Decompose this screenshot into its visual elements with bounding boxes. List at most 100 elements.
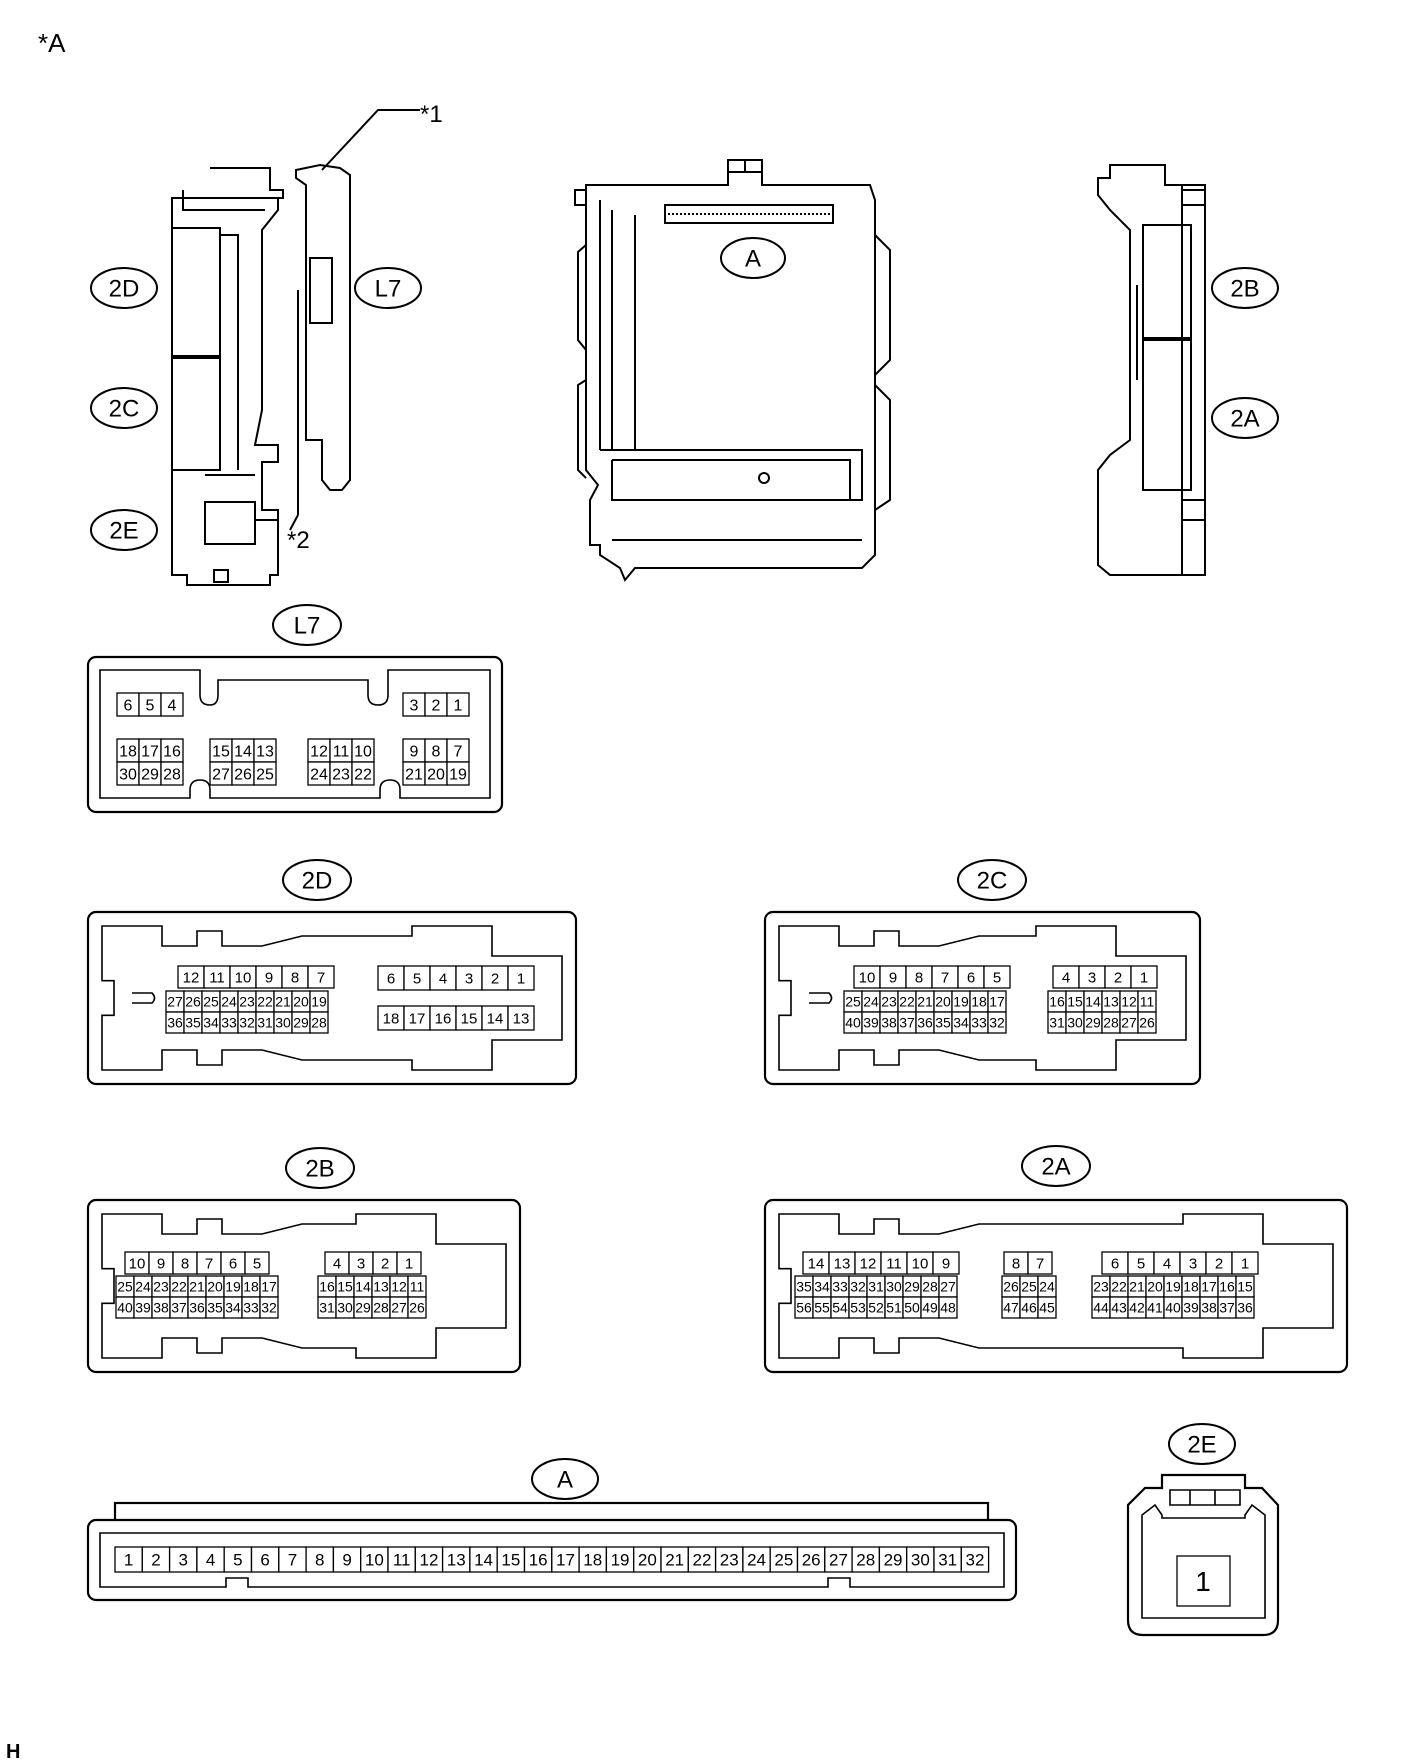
2a-left-bot-pin: 54 [832,1300,848,1316]
a-pins-cell [824,1546,853,1573]
2a-center-top-cell [1027,1251,1053,1275]
ecu-label-2b-outline [1211,267,1279,309]
a-pins-pin: 30 [911,1551,930,1570]
a-pins-pin: 29 [884,1551,903,1570]
a-pins-pin: 31 [938,1551,957,1570]
2c-top-cell [983,965,1011,989]
2c-mid-pin: 22 [899,994,915,1010]
connector-2a-label: 2A [1021,1145,1091,1187]
ecu-label-l7-outline [354,267,422,309]
2c-mid-pin: 18 [971,994,987,1010]
2a-left-bot-pin: 56 [796,1300,812,1316]
connector-2e-label: 2E [1168,1423,1236,1465]
2c-top-pin: 8 [915,969,923,986]
a-pins-pin: 17 [556,1551,575,1570]
2d-top-pin: 9 [265,969,273,986]
a-pins-cell [114,1546,143,1573]
connector-2b-label-text: 2B [305,1156,334,1183]
2c-bot-pin: 37 [899,1015,915,1031]
l7-g3-r1-pin: 12 [310,743,328,760]
connector-2a-label-text: 2A [1041,1154,1070,1181]
ecu-label-2c-outline [90,387,158,429]
connector-a-label-text: A [557,1467,573,1494]
a-pins-pin: 26 [802,1551,821,1570]
2d-mid-pin: 27 [167,994,183,1010]
a-pins-pin: 28 [856,1551,875,1570]
2d-right-bot-pin: 15 [461,1010,478,1027]
2a-right-bot-pin: 42 [1129,1300,1145,1316]
footer-letter: H [6,1741,20,1763]
l7-top-right-pin: 2 [432,697,441,714]
a-pins-pin: 19 [611,1551,630,1570]
2a-right-mid-pin: 22 [1111,1279,1127,1295]
2b-right-top-pin: 2 [381,1255,389,1272]
a-pins-pin: 1 [124,1551,133,1570]
a-pins-pin: 6 [260,1551,269,1570]
2b-right-mid-pin: 12 [391,1279,407,1295]
2a-right-bot-cell [1235,1296,1255,1319]
2b-top-pin: 8 [181,1255,189,1272]
connector-2a-label-outline [1021,1145,1091,1187]
2d-mid-pin: 25 [203,994,219,1010]
2d-mid-pin: 19 [311,994,327,1010]
ecu-label-2a: 2A [1211,397,1279,439]
connector-l7-label-text: L7 [294,613,321,640]
l7-g3-r2-pin: 22 [354,766,372,783]
2a-center-bot-pin: 47 [1003,1300,1019,1316]
2c-mid-pin: 21 [917,994,933,1010]
2a-left-mid-pin: 33 [832,1279,848,1295]
2a-center-mid-pin: 24 [1039,1279,1055,1295]
ecu-front-view [574,159,891,582]
2c-right-mid-pin: 16 [1049,994,1065,1010]
2a-right-top-pin: 4 [1163,1255,1171,1272]
2a-right-bot-pin: 43 [1111,1300,1127,1316]
2c-mid-pin: 25 [845,994,861,1010]
2b-mid-pin: 21 [189,1279,205,1295]
2d-right-bot-cell [429,1005,457,1031]
l7-top-right-pin: 3 [410,697,419,714]
2a-left-mid-pin: 30 [886,1279,902,1295]
2d-right-bot-cell [481,1005,509,1031]
connector-2c-label-outline [957,859,1027,901]
l7-g3-r2-pin: 23 [332,766,350,783]
connector-2b-label-outline [285,1147,355,1189]
ecu-label-a-outline [720,237,786,279]
2b-mid-pin: 17 [261,1279,277,1295]
2c-right-bot-pin: 27 [1121,1015,1137,1031]
a-pins-pin: 20 [638,1551,657,1570]
2a-left-bot-pin: 51 [886,1300,902,1316]
2d-mid-pin: 21 [275,994,291,1010]
2c-bot-cell [987,1011,1007,1034]
2a-left-mid-pin: 35 [796,1279,812,1295]
2a-right-mid-pin: 19 [1165,1279,1181,1295]
2b-right-bot-pin: 27 [391,1300,407,1316]
connector-2e-label-outline [1168,1423,1236,1465]
l7-g2-r2-pin: 25 [256,766,274,783]
2c-right-bot-pin: 30 [1067,1015,1083,1031]
l7-g2-r1-pin: 13 [256,743,274,760]
a-pins-cell [796,1546,826,1573]
2a-right-bot-pin: 40 [1165,1300,1181,1316]
2b-right-top-pin: 4 [333,1255,341,1272]
l7-g1-r2-pin: 28 [163,766,181,783]
2a-left-bot-pin: 52 [868,1300,884,1316]
2a-left-bot-pin: 49 [922,1300,938,1316]
a-pins-pin: 32 [965,1551,984,1570]
2d-bot-pin: 29 [293,1015,309,1031]
connector-2b-cavity [101,1213,507,1359]
2c-right-mid-pin: 13 [1103,994,1119,1010]
ecu-label-2b: 2B [1211,267,1279,309]
ecu-label-2e-outline [90,509,158,551]
l7-g2-r2-cell [253,761,277,786]
2d-top-cell [307,965,335,989]
2b-mid-pin: 25 [117,1279,133,1295]
a-pins-cell [714,1546,744,1573]
2b-right-top-pin: 1 [405,1255,413,1272]
2b-bot-pin: 34 [225,1300,241,1316]
l7-g1-r2-pin: 30 [119,766,137,783]
2b-right-bot-pin: 26 [409,1300,425,1316]
2c-right-top-pin: 4 [1062,969,1070,986]
2b-right-bot-pin: 28 [373,1300,389,1316]
callout-2: *2 [287,527,310,554]
